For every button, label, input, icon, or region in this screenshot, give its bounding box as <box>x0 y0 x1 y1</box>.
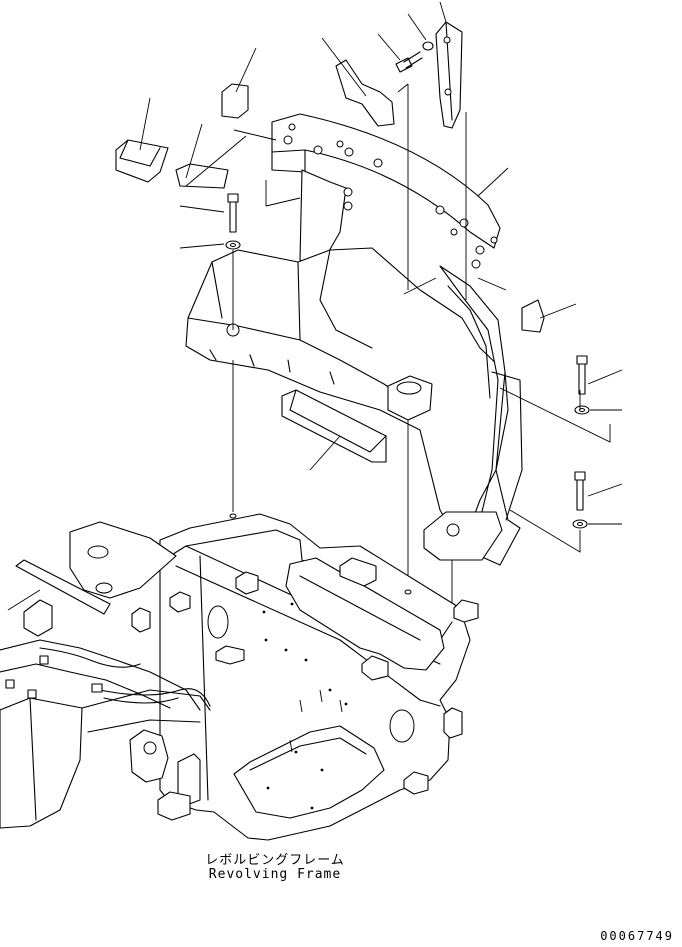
upper-frame-assembly <box>185 113 523 566</box>
left-hardware <box>225 193 241 250</box>
caption-english: Revolving Frame <box>208 867 342 882</box>
block-pad <box>221 83 249 119</box>
right-hardware <box>572 355 590 529</box>
bolt-top <box>395 51 423 73</box>
pad-blocks <box>115 83 545 463</box>
rubber-pad <box>115 139 169 183</box>
washer-top <box>422 41 434 51</box>
caption-japanese: レボルビングフレーム <box>205 853 345 868</box>
revolving-frame <box>131 513 479 841</box>
leader-lines <box>7 1 623 611</box>
left-frame-section <box>0 521 211 829</box>
side-pad <box>521 299 545 333</box>
top-hardware <box>335 21 463 129</box>
spacer-plate <box>175 163 229 189</box>
bent-bracket <box>335 59 395 127</box>
drawing-number: 00067749 <box>600 929 674 943</box>
rod <box>15 559 111 615</box>
